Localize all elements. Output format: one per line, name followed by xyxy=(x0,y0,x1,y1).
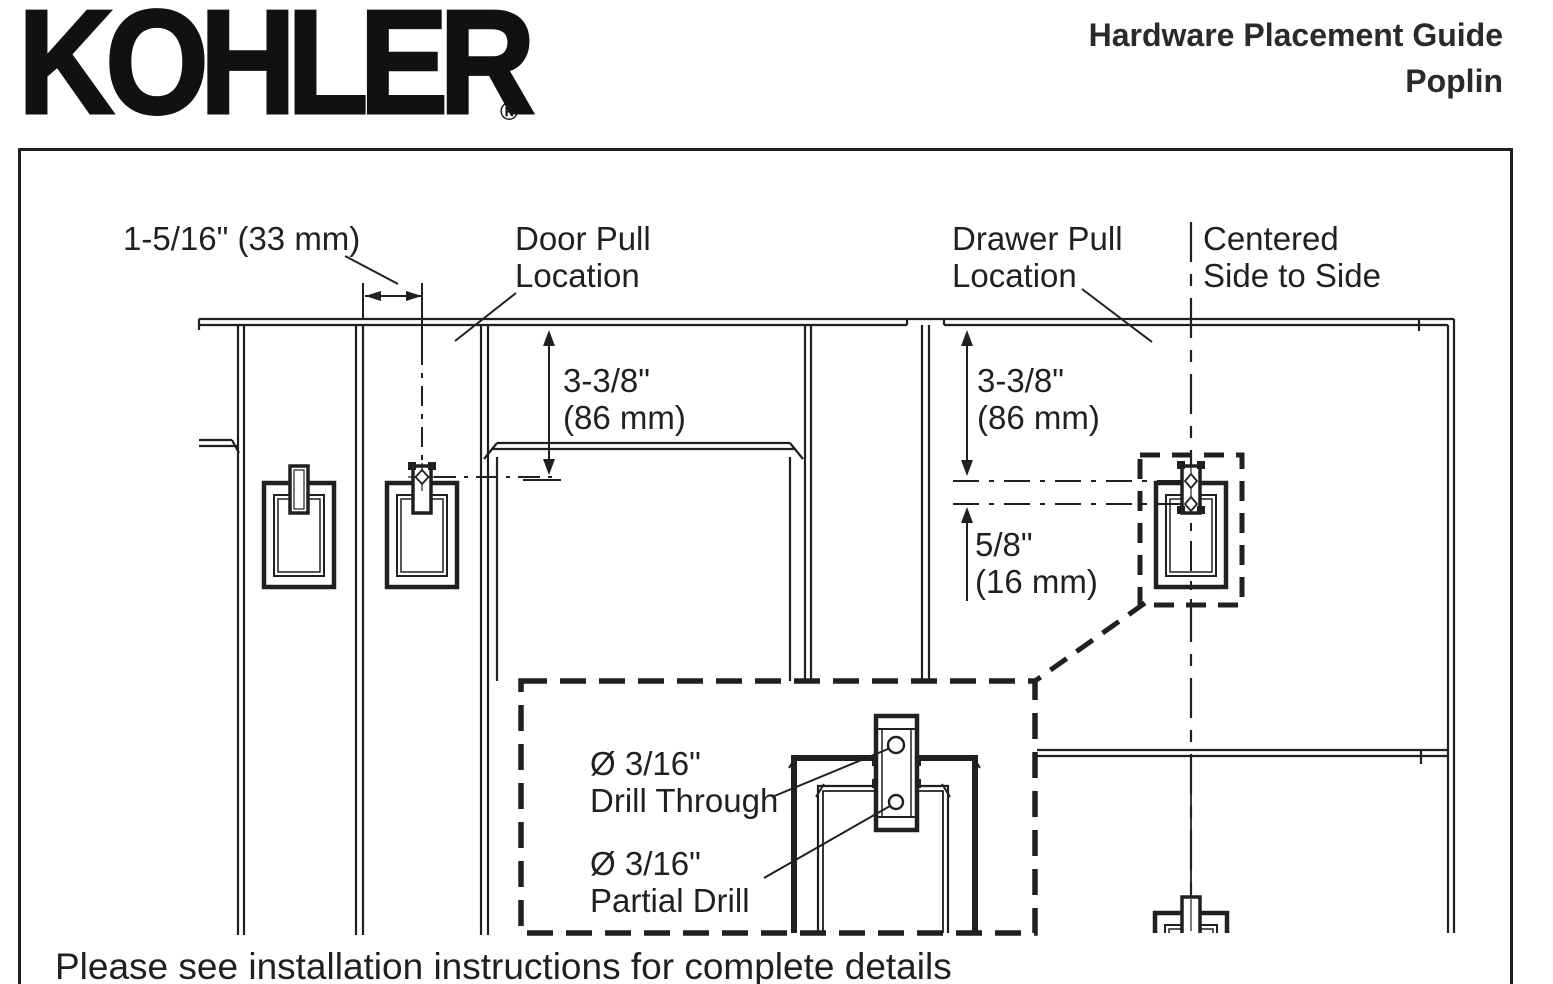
detail-connector xyxy=(1033,600,1147,684)
plate-tab xyxy=(872,757,877,766)
plate-cap-lines xyxy=(878,728,915,818)
post-corner xyxy=(1177,461,1185,469)
edge-offset-dimension-label: 1-5/16" (33 mm) xyxy=(123,220,361,257)
label-line: Side to Side xyxy=(1203,257,1381,294)
page-title: Hardware Placement Guide xyxy=(1088,17,1503,53)
drill-detail-box xyxy=(518,678,1038,936)
label-line: Ø 3/16" xyxy=(590,745,701,782)
drawer-divider xyxy=(1037,748,1448,764)
upper-hole-marker xyxy=(1183,472,1199,490)
label-line: Ø 3/16" xyxy=(590,845,701,882)
plate-tab xyxy=(916,779,921,788)
leader-drill-through xyxy=(771,748,889,798)
door-pull-height-label: 3-3/8" (86 mm) xyxy=(563,362,686,436)
label-line: Partial Drill xyxy=(590,882,750,919)
door-pull-right xyxy=(384,462,460,590)
ring-corner-chamfers xyxy=(788,754,981,798)
leader-partial-drill xyxy=(763,805,891,879)
arrowhead-up xyxy=(961,507,973,523)
label-line: Centered xyxy=(1203,220,1339,257)
center-door-frame xyxy=(483,441,804,681)
drawer-pull-location-label: Drawer Pull Location xyxy=(952,220,1123,294)
registered-trademark-icon: ® xyxy=(500,98,519,126)
label-line: Drill Through xyxy=(590,782,779,819)
label-line: Location xyxy=(952,257,1077,294)
lower-hole-marker xyxy=(1183,495,1199,513)
leader-drawer-pull-location xyxy=(1081,288,1153,343)
cabinet-right-end xyxy=(1446,319,1456,933)
center-door-right-stile xyxy=(803,325,813,681)
pull-post-inner xyxy=(293,469,305,510)
drill-through-label: Ø 3/16" Drill Through xyxy=(590,745,778,819)
post-corner xyxy=(1177,506,1185,514)
label-line: 5/8" xyxy=(975,526,1033,563)
left-door-rail xyxy=(199,438,240,454)
label-line: (16 mm) xyxy=(975,563,1098,600)
post-corner xyxy=(1197,506,1205,514)
ring-pull-inner xyxy=(1164,924,1218,933)
door-pull-left xyxy=(261,464,337,590)
door-pull-location-label: Door Pull Location xyxy=(515,220,651,294)
arrowhead-down xyxy=(543,459,555,475)
drill-center-diamond xyxy=(414,468,430,486)
arrowhead-down xyxy=(961,460,973,476)
arrowhead-right xyxy=(406,291,422,301)
label-line: (86 mm) xyxy=(977,399,1100,436)
leader-edge-offset xyxy=(344,255,399,285)
drawer-left-edge xyxy=(920,325,931,681)
drawer-pull-callout xyxy=(953,452,1245,684)
drill-through-hole xyxy=(886,735,906,755)
door-stile-2 xyxy=(479,325,490,935)
kohler-logo: KOHLER xyxy=(17,0,537,145)
label-line: 3-3/8" xyxy=(977,362,1064,399)
arrowhead-up xyxy=(543,330,555,346)
door-gap xyxy=(354,325,365,935)
label-line: Location xyxy=(515,257,640,294)
arrowhead-up xyxy=(961,330,973,346)
post-corner xyxy=(428,462,436,470)
product-name: Poplin xyxy=(1405,63,1503,99)
label-line: 3-3/8" xyxy=(563,362,650,399)
partial-drill-hole xyxy=(887,793,905,811)
plate-tab xyxy=(872,779,877,788)
arrowhead-left xyxy=(365,291,381,301)
label-line: Drawer Pull xyxy=(952,220,1123,257)
drawer-pull-height-label: 3-3/8" (86 mm) xyxy=(977,362,1100,436)
label-line: (86 mm) xyxy=(563,399,686,436)
plate-bevel-lines xyxy=(881,729,912,817)
centered-side-to-side-label: Centered Side to Side xyxy=(1203,220,1381,294)
pull-post xyxy=(288,464,310,515)
drawing-border xyxy=(18,148,1513,984)
plate-tab xyxy=(916,757,921,766)
ring-pull-inner2 xyxy=(1168,928,1214,933)
post-corner xyxy=(1197,461,1205,469)
footnote: Please see installation instructions for… xyxy=(55,946,952,984)
cabinet-outline xyxy=(197,317,1456,935)
enlarged-pull-plate xyxy=(873,713,920,833)
document-titles: Hardware Placement Guide Poplin xyxy=(1089,12,1503,104)
door-stile-1 xyxy=(236,325,246,935)
partial-drill-label: Ø 3/16" Partial Drill xyxy=(590,845,750,919)
detail-box-border xyxy=(518,678,1038,936)
leader-door-pull-location xyxy=(454,292,517,342)
hole-spacing-label: 5/8" (16 mm) xyxy=(975,526,1098,600)
post-corner xyxy=(408,462,416,470)
bottom-drawer-pull xyxy=(1152,895,1230,933)
label-line: Door Pull xyxy=(515,220,651,257)
